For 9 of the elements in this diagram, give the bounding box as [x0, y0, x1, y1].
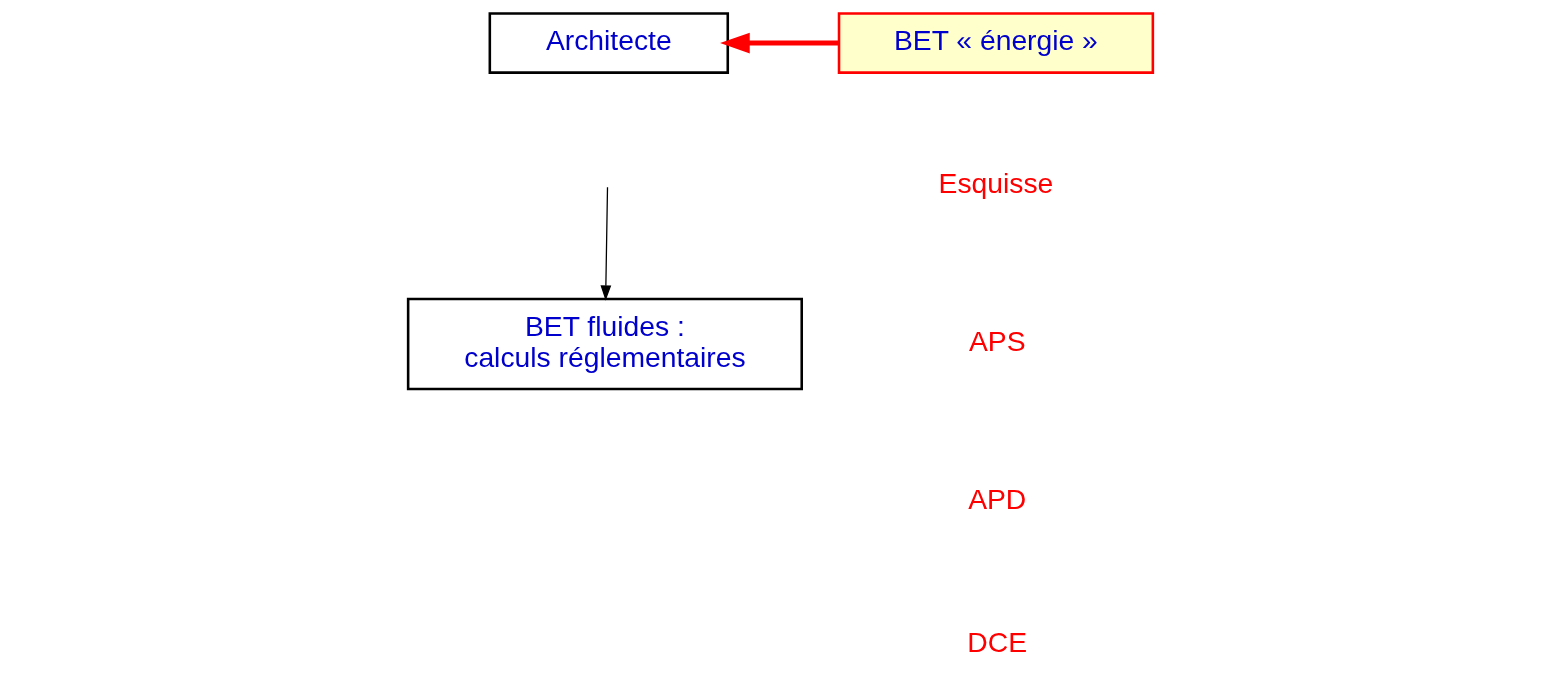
label: DCE — [966, 626, 1027, 659]
node-box: Architecte — [488, 12, 729, 74]
arrow — [719, 32, 839, 54]
label: APD — [967, 483, 1026, 516]
arrow — [599, 186, 611, 301]
node-box: BET fluides : calculs réglementaires — [406, 297, 803, 391]
label: Esquisse — [938, 167, 1053, 199]
node-box: BET « énergie » — [837, 12, 1154, 74]
label: APS — [968, 325, 1026, 358]
